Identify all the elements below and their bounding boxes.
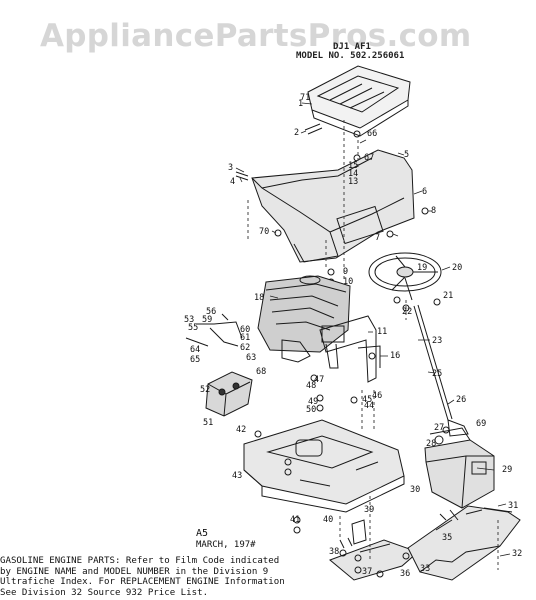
part-callout: 9 [343, 267, 348, 277]
part-callout: 13 [348, 177, 358, 187]
engine-note-line: by ENGINE NAME and MODEL NUMBER in the D… [0, 566, 269, 577]
part-callout: 30 [410, 485, 420, 495]
part-callout: 52 [200, 385, 210, 395]
fender-drawing [251, 149, 415, 263]
part-callout: 5 [404, 150, 409, 160]
part-callout: 21 [443, 291, 453, 301]
part-callout: 11 [377, 327, 387, 337]
part-callout: 64 [190, 345, 200, 355]
part-callout: 40 [323, 515, 333, 525]
part-callout: 46 [372, 391, 382, 401]
steering-tower-drawing [424, 427, 495, 509]
part-callout: 50 [306, 405, 316, 415]
model-number: MODEL NO. 502.256061 [296, 51, 405, 61]
part-callout: 49 [308, 397, 318, 407]
part-callout: 45 [362, 395, 372, 405]
part-callout: 48 [306, 381, 316, 391]
part-callout: 31 [508, 501, 518, 511]
part-callout: 33 [420, 564, 430, 574]
part-callout: 47 [314, 375, 324, 385]
part-callout: 2 [294, 128, 299, 138]
part-callout: 28 [426, 439, 436, 449]
part-callout: 70 [259, 227, 269, 237]
part-callout: 36 [400, 569, 410, 579]
part-callout: 7 [375, 233, 380, 243]
part-callout: 61 [240, 333, 250, 343]
part-callout: 27 [434, 423, 444, 433]
part-callout: 3 [228, 163, 233, 173]
part-callout: 67 [364, 153, 374, 163]
watermark: AppliancePartsPros.com [40, 18, 472, 54]
part-callout: 38 [329, 547, 339, 557]
part-callout: 68 [256, 367, 266, 377]
part-callout: 66 [367, 129, 377, 139]
front-bumper-drawing [407, 505, 521, 581]
part-callout: 59 [202, 315, 212, 325]
diagram-code: DJ1 AF1 [333, 42, 371, 52]
engine-parts-note: GASOLINE ENGINE PARTS: Refer to Film Cod… [0, 556, 330, 598]
part-callout: 65 [190, 355, 200, 365]
steering-wheel-drawing [368, 252, 442, 301]
page-code: A5 [196, 528, 209, 539]
part-callout: 15 [348, 161, 358, 171]
part-callout: 23 [432, 336, 442, 346]
part-callout: 51 [203, 418, 213, 428]
part-callout: 20 [452, 263, 462, 273]
part-callout: 62 [240, 343, 250, 353]
part-callout: 39 [364, 505, 374, 515]
part-callout: 35 [442, 533, 452, 543]
part-callout: 22 [402, 307, 412, 317]
revision-date: MARCH, 197# [196, 540, 256, 550]
battery-drawing [205, 371, 253, 417]
part-callout: 25 [432, 369, 442, 379]
frame-drawing [243, 419, 405, 513]
part-callout: 4 [230, 177, 235, 187]
part-callout: 14 [348, 169, 358, 179]
engine-note-line: See Division 32 Source 932 Price List. [0, 587, 209, 598]
part-callout: 26 [456, 395, 466, 405]
part-callout: 71 [300, 93, 310, 103]
part-callout: 29 [502, 465, 512, 475]
part-callout: 6 [422, 187, 427, 197]
part-callout: 1 [298, 99, 303, 109]
part-callout: 18 [254, 293, 264, 303]
engine-note-line: GASOLINE ENGINE PARTS: Refer to Film Cod… [0, 556, 280, 566]
part-callout: 60 [240, 325, 250, 335]
part-callout: 44 [364, 401, 374, 411]
part-callout: 69 [476, 419, 486, 429]
part-callout: 53 [184, 315, 194, 325]
part-callout: 55 [188, 323, 198, 333]
part-callout: 10 [343, 277, 353, 287]
seat-drawing [307, 65, 411, 137]
part-callout: 8 [431, 206, 436, 216]
part-callout: 41 [290, 515, 300, 525]
part-callout: 43 [232, 471, 242, 481]
part-callout: 63 [246, 353, 256, 363]
part-callout: 42 [236, 425, 246, 435]
part-callout: 32 [512, 549, 522, 559]
part-callout: 16 [390, 351, 400, 361]
part-callout: 37 [362, 567, 372, 577]
engine-drawing [257, 275, 351, 369]
engine-note-line: Ultrafiche Index. For REPLACEMENT ENGINE… [0, 577, 285, 588]
part-callout: 56 [206, 307, 216, 317]
part-callout: 19 [417, 263, 427, 273]
